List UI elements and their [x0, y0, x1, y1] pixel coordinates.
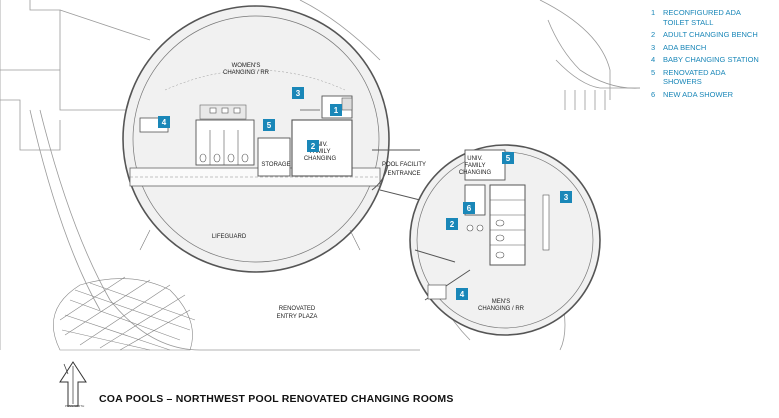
badge-m5: 5 — [502, 152, 514, 164]
label-pool-entrance-1: POOL FACILITY — [382, 162, 426, 168]
label-univ-m-3: CHANGING — [459, 170, 492, 176]
legend-number: 3 — [651, 42, 656, 52]
label-mens: MEN'S — [492, 299, 510, 305]
badge-w3: 3 — [292, 87, 304, 99]
svg-text:2: 2 — [450, 220, 455, 229]
badge-w1: 1 — [330, 104, 342, 116]
legend-text: ADA BENCH — [663, 42, 707, 52]
label-storage: STORAGE — [261, 162, 290, 168]
legend-text: ADULT CHANGING BENCH — [663, 30, 758, 39]
legend-item: 4 BABY CHANGING STATION — [651, 55, 777, 65]
label-univ-m-2: FAMILY — [465, 163, 486, 169]
legend-number: 2 — [651, 30, 656, 39]
label-plaza-1: RENOVATED — [279, 306, 316, 312]
badges: 1 2 3 4 5 2 3 4 5 6 — [158, 87, 572, 300]
legend: 1 RECONFIGURED ADA TOILET STALL 2 ADULT CHA… — [651, 8, 777, 102]
label-univ-m-1: UNIV. — [467, 156, 483, 162]
svg-text:4: 4 — [162, 118, 167, 127]
badge-m2: 2 — [446, 218, 458, 230]
svg-text:4: 4 — [460, 290, 465, 299]
legend-text: BABY CHANGING STATION — [663, 55, 759, 64]
label-lifeguard: LIFEGUARD — [212, 234, 247, 240]
label-plaza-2: ENTRY PLAZA — [277, 314, 318, 320]
legend-item: 3 ADA BENCH — [651, 43, 777, 53]
legend-item: 2 ADULT CHANGING BENCH — [651, 30, 777, 40]
legend-text: RENOVATED ADA SHOWERS — [663, 67, 726, 87]
legend-item: 6 NEW ADA SHOWER — [651, 90, 777, 100]
badge-m4: 4 — [456, 288, 468, 300]
womens-rotunda — [122, 5, 390, 273]
badge-w2: 2 — [307, 140, 319, 152]
badge-w5: 5 — [263, 119, 275, 131]
svg-text:1: 1 — [334, 106, 339, 115]
mens-rotunda — [409, 144, 601, 336]
label-pool-entrance-2: ENTRANCE — [387, 171, 420, 177]
badge-w4: 4 — [158, 116, 170, 128]
legend-number: 1 — [651, 8, 656, 17]
label-univ-w-1: UNIV. — [312, 142, 328, 148]
legend-item: 5 RENOVATED ADA SHOWERS — [651, 68, 777, 87]
room-labels: WOMEN'S CHANGING / RR UNIV. FAMILY CHANG… — [212, 63, 525, 320]
legend-text: NEW ADA SHOWER — [663, 89, 734, 99]
label-univ-w-3: CHANGING — [304, 156, 337, 162]
north-label: PLAN NORTH — [65, 404, 85, 408]
svg-text:5: 5 — [267, 121, 272, 130]
svg-text:3: 3 — [564, 193, 569, 202]
entrance-link — [371, 149, 421, 201]
svg-text:5: 5 — [506, 154, 511, 163]
svg-text:3: 3 — [296, 89, 301, 98]
label-womens: WOMEN'S — [232, 63, 261, 69]
svg-text:2: 2 — [311, 142, 316, 151]
legend-text: RECONFIGURED ADA TOILET STALL — [663, 8, 741, 27]
legend-number: 4 — [651, 55, 656, 64]
plaza-paving — [53, 276, 196, 351]
label-womens-changing: CHANGING / RR — [223, 70, 270, 76]
legend-number: 5 — [651, 67, 656, 77]
label-mens-changing: CHANGING / RR — [478, 306, 525, 312]
legend-item: 1 RECONFIGURED ADA TOILET STALL — [651, 8, 777, 27]
legend-number: 6 — [651, 89, 656, 99]
page-title: COA POOLS – NORTHWEST POOL RENOVATED CHA… — [99, 393, 454, 405]
badge-m6: 6 — [463, 202, 475, 214]
label-univ-w-2: FAMILY — [310, 149, 331, 155]
badge-m3: 3 — [560, 191, 572, 203]
north-arrow-icon — [59, 361, 87, 407]
svg-text:6: 6 — [467, 204, 472, 213]
